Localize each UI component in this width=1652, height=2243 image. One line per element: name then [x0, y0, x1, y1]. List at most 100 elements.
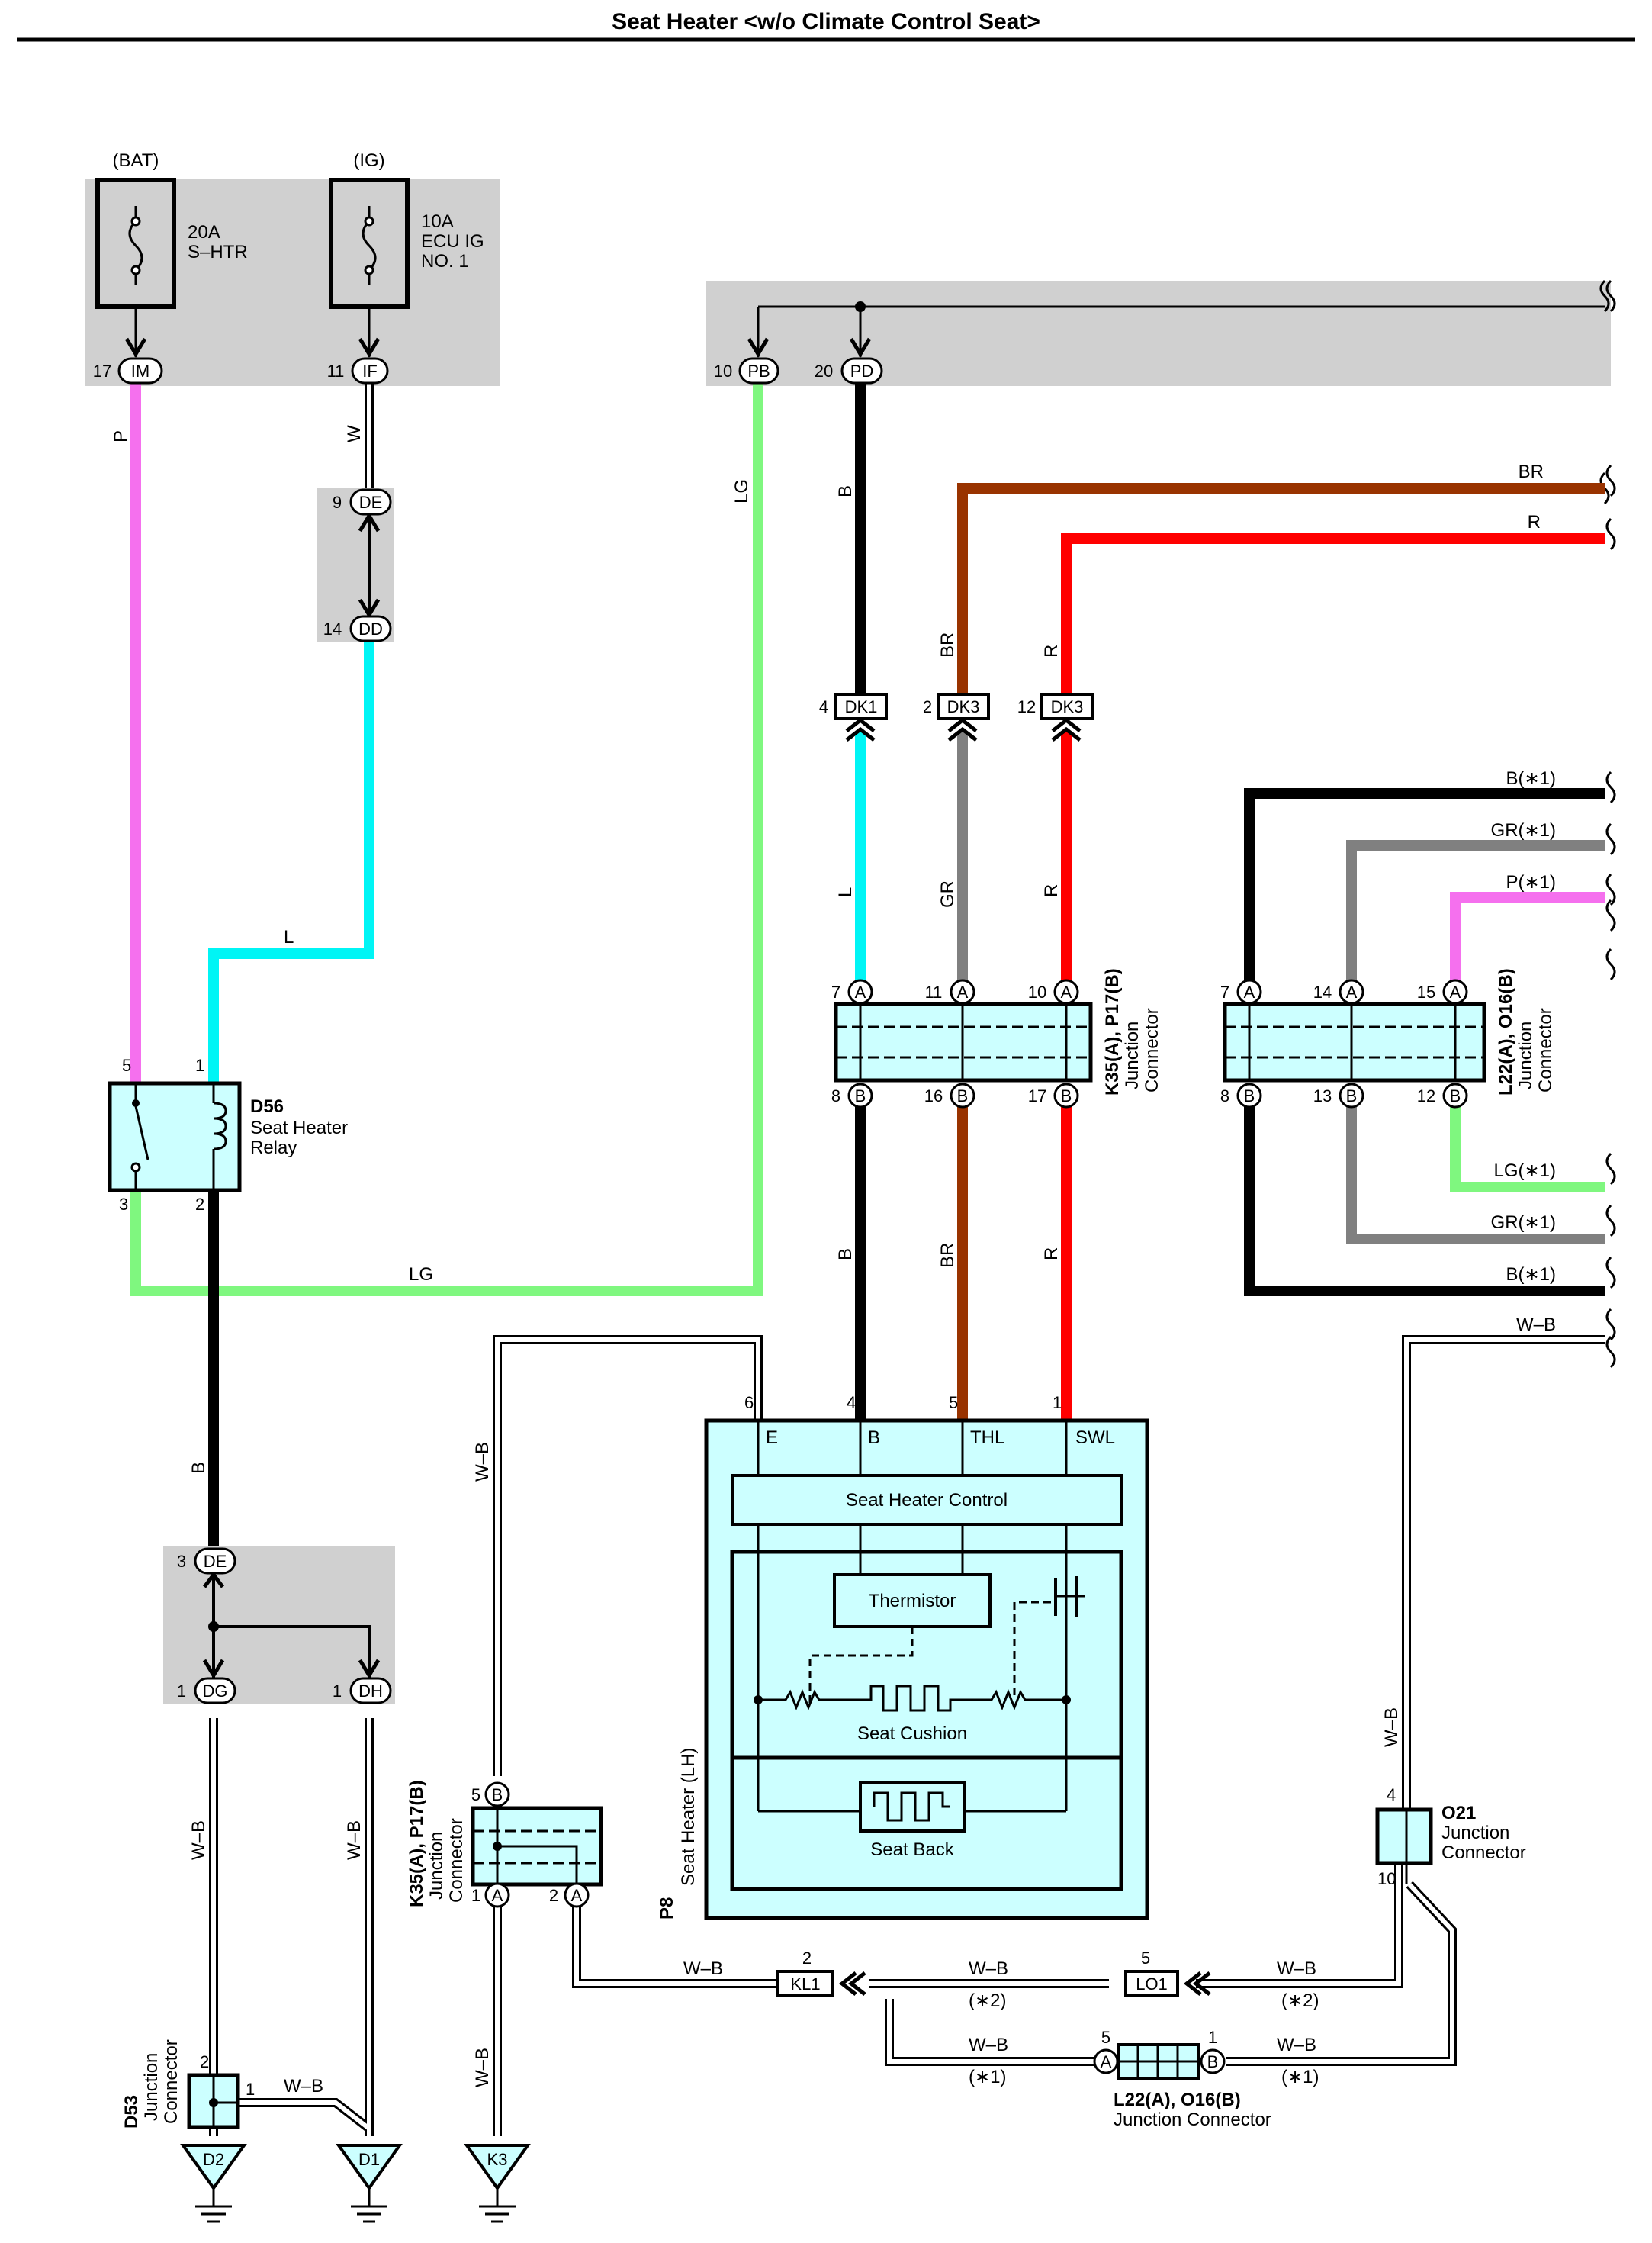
label-wb-o21: W–B [1381, 1707, 1402, 1747]
label-l-relay: L [284, 927, 294, 948]
break-marks [1599, 279, 1616, 1369]
svg-text:17: 17 [1028, 1086, 1046, 1105]
svg-text:A: A [492, 1886, 503, 1905]
relay-d56: 5 1 3 2 [108, 1056, 242, 1214]
svg-text:1: 1 [1208, 2028, 1217, 2047]
label-note2-mid: (∗2) [969, 1990, 1006, 2011]
svg-text:B: B [1207, 2052, 1219, 2071]
svg-text:SWL: SWL [1075, 1427, 1115, 1448]
fuse-ecu-ig-element [362, 206, 377, 285]
svg-text:A: A [571, 1886, 583, 1905]
label-wb-d53: W–B [284, 2076, 323, 2097]
svg-text:2: 2 [195, 1195, 204, 1214]
svg-text:PB: PB [747, 362, 770, 381]
svg-text:DE: DE [359, 493, 383, 512]
svg-text:2: 2 [549, 1886, 558, 1905]
thermistor-label: Thermistor [869, 1591, 956, 1611]
jc-k35-lower-name-2: Connector [446, 1818, 467, 1903]
connector-dk3-12: DK3 12 [1017, 693, 1094, 742]
svg-text:DH: DH [358, 1681, 383, 1701]
jc-l22-upper: A A A B B B 7 14 15 8 13 12 [1220, 979, 1486, 1109]
svg-text:KL1: KL1 [790, 1974, 820, 1994]
jc-o21-name-2: Connector [1441, 1842, 1526, 1863]
svg-text:5: 5 [471, 1785, 480, 1804]
svg-text:2: 2 [200, 2052, 209, 2071]
label-br-low: BR [937, 1243, 958, 1268]
label-gr-mid: GR [937, 880, 958, 908]
svg-text:DK3: DK3 [1051, 697, 1084, 716]
svg-text:THL: THL [970, 1427, 1004, 1448]
svg-text:11: 11 [925, 983, 943, 1002]
svg-text:DK3: DK3 [947, 697, 980, 716]
svg-text:D2: D2 [203, 2150, 224, 2169]
svg-text:A: A [1101, 2052, 1112, 2071]
seat-heater-code: P8 [657, 1897, 677, 1920]
svg-text:A: A [855, 983, 866, 1002]
label-lg-horizontal: LG [409, 1264, 433, 1285]
wire-b1-top [1244, 788, 1605, 989]
svg-text:B: B [492, 1785, 503, 1804]
label-note1-mid: (∗1) [969, 2067, 1006, 2087]
label-gr1-top: GR(∗1) [1491, 820, 1556, 841]
svg-text:13: 13 [1313, 1086, 1332, 1105]
label-note2-right: (∗2) [1281, 1990, 1319, 2011]
wire-r-top [1061, 533, 1605, 694]
connector-pd: PD 20 [815, 357, 883, 385]
svg-text:DK1: DK1 [845, 697, 878, 716]
svg-text:LO1: LO1 [1136, 1974, 1168, 1994]
jc-l22-name-1: Junction [1515, 1022, 1536, 1089]
svg-text:1: 1 [1053, 1393, 1062, 1412]
label-r-mid: R [1041, 884, 1062, 897]
seat-back-label: Seat Back [870, 1839, 954, 1860]
relay-name-2: Relay [250, 1138, 297, 1158]
seat-heater-p8: 6 4 5 1 E B THL SWL [704, 1393, 1149, 1920]
connector-im: IM 17 [93, 357, 163, 385]
jc-k35-name-1: Junction [1122, 1022, 1143, 1089]
connector-if: IF 11 [327, 357, 389, 385]
wire-br-top [957, 483, 1605, 694]
svg-text:4: 4 [1387, 1785, 1396, 1804]
label-lg1-bottom: LG(∗1) [1494, 1160, 1556, 1181]
label-wb-left-upper: W–B [472, 1442, 493, 1482]
label-wb-mid-1: W–B [969, 2035, 1008, 2055]
svg-text:6: 6 [744, 1393, 754, 1412]
relay-name-1: Seat Heater [250, 1118, 348, 1138]
svg-text:B: B [1061, 1086, 1072, 1105]
jc-k35-name-2: Connector [1142, 1008, 1162, 1093]
svg-text:B: B [1346, 1086, 1358, 1105]
jc-l22-code: L22(A), O16(B) [1496, 968, 1516, 1096]
svg-text:B: B [1244, 1086, 1255, 1105]
label-wb-kl1: W–B [683, 1958, 723, 1979]
svg-text:15: 15 [1417, 983, 1435, 1002]
jc-o21: 4 10 [1375, 1785, 1433, 1888]
jc-k35-code: K35(A), P17(B) [1102, 968, 1123, 1096]
svg-text:A: A [1346, 983, 1358, 1002]
svg-text:5: 5 [949, 1393, 958, 1412]
jc-l22-lower-name: Junction Connector [1114, 2109, 1271, 2130]
wire-gr1-bottom [1346, 1096, 1605, 1244]
wire-b1-bottom [1244, 1096, 1605, 1296]
svg-text:B: B [957, 1086, 969, 1105]
connector-dd-14: DD 14 [323, 615, 392, 642]
svg-text:20: 20 [815, 362, 833, 381]
seat-heater-control-label: Seat Heater Control [846, 1490, 1008, 1511]
svg-text:B: B [1450, 1086, 1461, 1105]
label-lg-vertical: LG [731, 479, 752, 504]
svg-text:5: 5 [1141, 1949, 1150, 1968]
svg-text:3: 3 [177, 1552, 186, 1571]
svg-text:DE: DE [204, 1552, 227, 1571]
label-b1-top: B(∗1) [1506, 768, 1556, 789]
svg-text:10: 10 [1377, 1869, 1396, 1888]
jc-d53-name-1: Junction [141, 2053, 162, 2121]
label-wb-right-2: W–B [1277, 1958, 1316, 1979]
svg-text:5: 5 [1101, 2028, 1110, 2047]
svg-text:D1: D1 [358, 2150, 380, 2169]
fuse2-amp: 10A [421, 211, 454, 232]
label-b1-bottom: B(∗1) [1506, 1264, 1556, 1285]
svg-text:2: 2 [923, 697, 932, 716]
jc-l22-name-2: Connector [1535, 1008, 1556, 1093]
jc-o21-name-1: Junction [1441, 1823, 1509, 1843]
jc-k35-upper [834, 1002, 1093, 1083]
bat-label: (BAT) [113, 150, 159, 171]
